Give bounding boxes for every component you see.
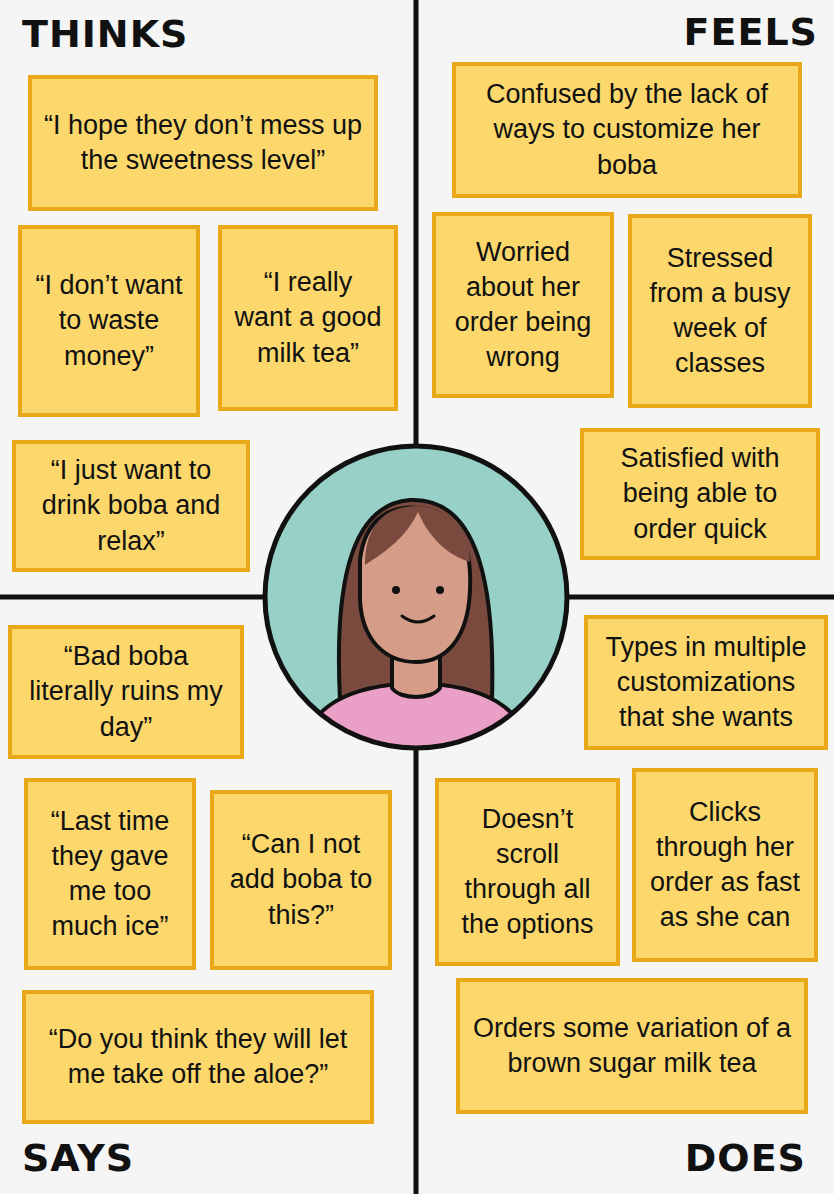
quadrant-heading: SAYS (22, 1136, 134, 1180)
note-text: “Last time they gave me too much ice” (38, 804, 182, 944)
note-text: Confused by the lack of ways to customiz… (466, 77, 788, 182)
note-text: Clicks through her order as fast as she … (646, 795, 804, 935)
note-text: “Can I not add boba to this?” (224, 827, 378, 932)
sticky-note: Satisfied with being able to order quick (580, 428, 820, 560)
sticky-note: “Can I not add boba to this?” (210, 790, 392, 970)
note-text: “I just want to drink boba and relax” (26, 453, 236, 558)
note-text: “I don’t want to waste money” (32, 268, 186, 373)
sticky-note: Orders some variation of a brown sugar m… (456, 978, 808, 1114)
avatar-outline (265, 446, 567, 748)
sticky-note: “I don’t want to waste money” (18, 225, 200, 417)
sticky-note: Stressed from a busy week of classes (628, 214, 812, 408)
avatar-figure (300, 500, 532, 760)
quadrant-heading: THINKS (22, 12, 188, 56)
sticky-note: Worried about her order being wrong (432, 212, 614, 398)
quadrant-heading: DOES (685, 1136, 806, 1180)
note-text: Types in multiple customizations that sh… (598, 630, 814, 735)
note-text: Orders some variation of a brown sugar m… (470, 1011, 794, 1081)
quadrant-heading: FEELS (684, 10, 818, 54)
sticky-note: Confused by the lack of ways to customiz… (452, 62, 802, 198)
sticky-note: Types in multiple customizations that sh… (584, 615, 828, 750)
note-text: Worried about her order being wrong (446, 235, 600, 375)
note-text: Stressed from a busy week of classes (642, 241, 798, 381)
sticky-note: “I hope they don’t mess up the sweetness… (28, 75, 378, 211)
sticky-note: Clicks through her order as fast as she … (632, 768, 818, 962)
note-text: “I really want a good milk tea” (232, 265, 384, 370)
note-text: Satisfied with being able to order quick (594, 441, 806, 546)
note-text: “Do you think they will let me take off … (36, 1022, 360, 1092)
sticky-note: “Last time they gave me too much ice” (24, 778, 196, 970)
sticky-note: “I just want to drink boba and relax” (12, 440, 250, 572)
sticky-note: “Do you think they will let me take off … (22, 990, 374, 1124)
note-text: “Bad boba literally ruins my day” (22, 639, 230, 744)
sticky-note: Doesn’t scroll through all the options (435, 778, 620, 966)
note-text: Doesn’t scroll through all the options (449, 802, 606, 942)
note-text: “I hope they don’t mess up the sweetness… (42, 108, 364, 178)
sticky-note: “Bad boba literally ruins my day” (8, 625, 244, 759)
sticky-note: “I really want a good milk tea” (218, 225, 398, 411)
